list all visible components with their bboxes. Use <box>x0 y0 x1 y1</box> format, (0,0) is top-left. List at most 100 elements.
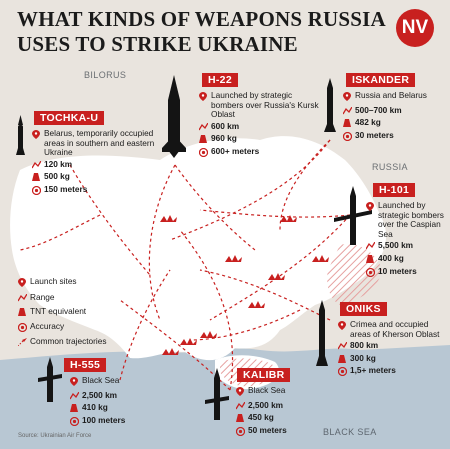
h101-missile-icon <box>334 186 372 245</box>
h101-range-row: 5,500 km <box>365 240 446 253</box>
h22-site-row: Launched by strategic bombers over Russi… <box>199 90 324 120</box>
country-russia: RUSSIA <box>372 162 408 172</box>
strike-markers <box>160 215 329 355</box>
trajectory-line <box>148 164 176 321</box>
iskander-title: ISKANDER <box>346 73 416 87</box>
h22-tnt-row: 960 kg <box>199 134 324 146</box>
h555-tnt: 410 kg <box>82 402 108 413</box>
tochka-range-row: 120 km <box>31 159 162 172</box>
nv-logo: NV <box>396 9 434 47</box>
location-pin-icon <box>32 130 41 142</box>
legend-tnt: TNT equivalent <box>18 307 107 319</box>
strike-marker <box>248 301 265 308</box>
h101-site-row: Launched by strategic bombers over the C… <box>366 200 446 239</box>
h101-accuracy: 10 meters <box>378 265 417 276</box>
strike-marker <box>162 348 179 355</box>
strike-marker <box>312 255 329 262</box>
oniks-tnt-row: 300 kg <box>338 352 443 366</box>
iskander-accuracy: 30 meters <box>355 129 394 140</box>
kalibr-site: Black Sea <box>248 385 286 395</box>
tochka-site: Belarus, temporarily occupied areas in s… <box>44 128 155 158</box>
range-icon <box>198 122 209 134</box>
h22-missile-icon <box>162 75 186 158</box>
legend-range: Range <box>17 291 107 305</box>
kalibr-tnt: 450 kg <box>248 412 274 423</box>
location-pin-icon <box>70 377 79 389</box>
legend-launch-sites-label: Launch sites <box>30 276 77 286</box>
h555-missile-icon <box>38 357 62 402</box>
legend-trajectories-label: Common trajectories <box>30 336 107 347</box>
h101-card: Launched by strategic bombers over the C… <box>365 200 446 280</box>
legend-range-label: Range <box>30 291 55 302</box>
iskander-site: Russia and Belarus <box>355 90 427 100</box>
h22-accuracy-row: 600+ meters <box>198 145 324 160</box>
h22-card: Launched by strategic bombers over Russi… <box>198 90 324 161</box>
target-icon <box>31 185 42 198</box>
country-belarus: BILORUS <box>84 70 127 80</box>
iskander-tnt-row: 482 kg <box>343 118 443 130</box>
legend-trajectories: Common trajectories <box>17 336 107 349</box>
iskander-site-row: Russia and Belarus <box>343 90 443 104</box>
h101-range: 5,500 km <box>378 240 414 251</box>
location-pin-icon <box>338 321 347 333</box>
trajectory-line <box>179 229 234 391</box>
kalibr-tnt-row: 450 kg <box>236 413 316 425</box>
h555-accuracy-row: 100 meters <box>69 414 150 429</box>
trajectory-arrow-icon <box>17 338 27 349</box>
tnt-icon <box>199 135 208 146</box>
h555-accuracy: 100 meters <box>82 414 126 425</box>
trajectory-line <box>69 164 151 276</box>
iskander-range: 500–700 km <box>355 104 402 115</box>
tnt-icon <box>236 414 245 425</box>
target-icon <box>337 367 348 379</box>
kalibr-range-row: 2,500 km <box>235 400 316 413</box>
strike-marker <box>268 273 285 280</box>
h101-tnt: 400 kg <box>378 252 404 263</box>
target-icon <box>69 416 80 429</box>
location-pin-icon <box>366 202 375 214</box>
h22-range-row: 600 km <box>198 121 324 134</box>
range-icon <box>69 391 80 403</box>
tochka-accuracy: 150 meters <box>44 183 88 194</box>
h101-title: H-101 <box>373 183 416 197</box>
h555-range: 2,500 km <box>82 389 118 400</box>
h555-title: H-555 <box>64 358 107 372</box>
trajectory-line <box>174 164 256 251</box>
tnt-icon <box>32 173 41 184</box>
tochka-accuracy-row: 150 meters <box>31 183 162 198</box>
range-icon <box>337 341 348 353</box>
target-icon <box>17 322 28 335</box>
tnt-icon <box>18 308 27 319</box>
kalibr-site-row: Black Sea <box>236 385 316 399</box>
strike-marker <box>280 215 297 222</box>
range-icon <box>235 401 246 413</box>
strike-marker <box>200 331 217 338</box>
title-line-2: USES TO STRIKE UKRAINE <box>17 32 298 56</box>
oniks-range: 800 km <box>350 340 379 351</box>
oniks-tnt: 300 kg <box>350 352 376 363</box>
h22-tnt: 960 kg <box>211 133 237 144</box>
sea-label: BLACK SEA <box>323 427 377 437</box>
h555-card: Black Sea 2,500 km 410 kg 100 meters <box>69 375 150 429</box>
tnt-icon <box>338 354 347 366</box>
h555-range-row: 2,500 km <box>69 389 150 403</box>
iskander-tnt: 482 kg <box>355 117 381 128</box>
strike-marker <box>160 215 177 222</box>
h22-title: H-22 <box>202 73 238 87</box>
oniks-title: ONIKS <box>340 302 387 316</box>
tochka-card: Belarus, temporarily occupied areas in s… <box>31 128 162 199</box>
trajectories <box>19 139 351 391</box>
h22-accuracy: 600+ meters <box>211 145 260 156</box>
legend-launch-sites: Launch sites <box>18 276 107 290</box>
oniks-site-row: Crimea and occupied areas of Kherson Obl… <box>338 319 443 339</box>
location-pin-icon <box>199 92 208 104</box>
range-icon <box>365 242 376 253</box>
h555-tnt-row: 410 kg <box>70 403 150 415</box>
iskander-missile-icon <box>324 78 336 132</box>
tochka-site-row: Belarus, temporarily occupied areas in s… <box>32 128 162 158</box>
tnt-icon <box>343 119 352 130</box>
tochka-tnt: 500 kg <box>44 171 70 182</box>
tochka-title: TOCHKA-U <box>34 111 105 125</box>
trajectory-line <box>119 269 171 381</box>
